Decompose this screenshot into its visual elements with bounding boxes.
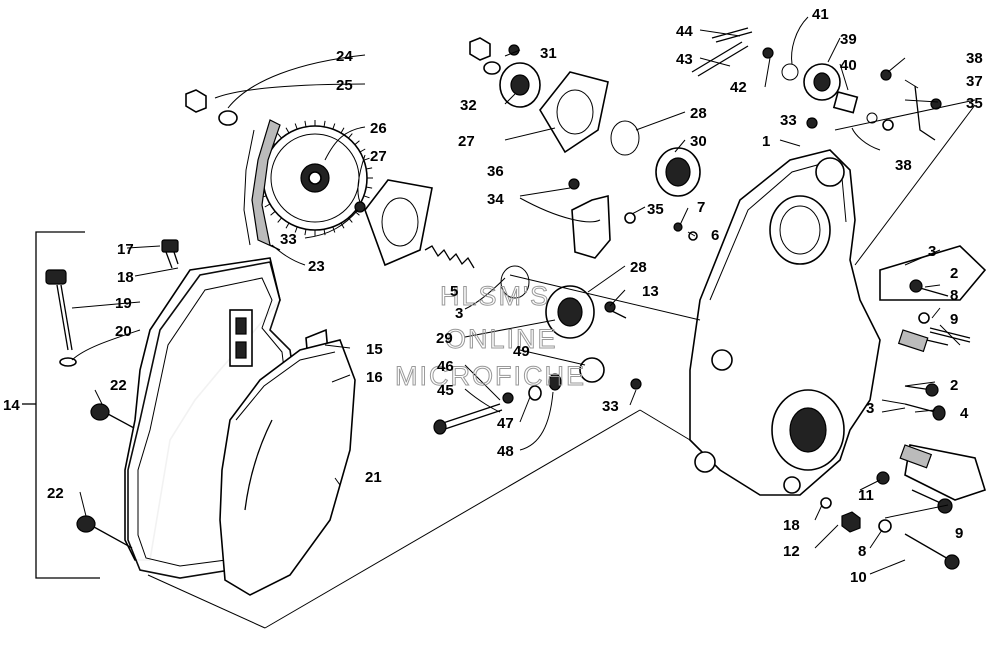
callout-labels: 1 2 2 2 3 3 3 3 4 5 6 7 8 8 9 9 10 11 12… — [3, 6, 983, 586]
sprocket-tooth — [354, 140, 360, 145]
callout-19: 19 — [115, 295, 132, 312]
callout-35: 35 — [647, 201, 664, 218]
callout-2: 2 — [950, 377, 958, 394]
callout-5: 5 — [450, 283, 458, 300]
callout-47: 47 — [497, 415, 514, 432]
sprocket-tooth — [277, 217, 282, 223]
sprocket-tooth — [304, 120, 307, 127]
watermark-line-2: ONLINE — [445, 324, 558, 354]
callout-46: 46 — [437, 358, 454, 375]
sprocket-tooth — [332, 123, 336, 130]
sprocket-tooth — [285, 127, 290, 134]
callout-24: 24 — [336, 48, 353, 65]
callout-3: 3 — [455, 305, 463, 322]
chaincase-cover-assembly — [22, 231, 356, 596]
callout-22: 22 — [110, 377, 127, 394]
callout-4: 4 — [960, 405, 969, 422]
sprocket-tooth — [264, 203, 271, 208]
sprocket-tooth — [348, 133, 353, 139]
callout-8: 8 — [858, 543, 866, 560]
sprocket-tooth — [363, 195, 370, 199]
callout-2: 2 — [950, 265, 958, 282]
callout-18: 18 — [783, 517, 800, 534]
callout-leaders — [71, 16, 961, 575]
callout-36: 36 — [487, 163, 504, 180]
callout-39: 39 — [840, 31, 857, 48]
chaincase-housing — [689, 27, 987, 570]
callout-21: 21 — [365, 469, 382, 486]
callout-31: 31 — [540, 45, 557, 62]
callout-3: 3 — [866, 400, 874, 417]
sprocket-tooth — [323, 120, 326, 127]
callout-43: 43 — [676, 51, 693, 68]
sprocket-tooth — [340, 222, 345, 229]
sprocket-tooth — [366, 167, 373, 170]
callout-3: 3 — [928, 243, 936, 260]
callout-49: 49 — [513, 343, 530, 360]
callout-23: 23 — [308, 258, 325, 275]
callout-45: 45 — [437, 382, 454, 399]
callout-28: 28 — [630, 259, 647, 276]
gear-and-chain-group — [185, 37, 541, 251]
callout-38: 38 — [895, 157, 912, 174]
callout-12: 12 — [783, 543, 800, 560]
sprocket-tooth — [270, 211, 276, 216]
callout-22: 22 — [47, 485, 64, 502]
callout-27: 27 — [458, 133, 475, 150]
watermark: HLSM'S ONLINE MICROFICHE — [395, 281, 586, 392]
callout-18: 18 — [117, 269, 134, 286]
callout-20: 20 — [115, 323, 132, 340]
callout-26: 26 — [370, 120, 387, 137]
callout-16: 16 — [366, 369, 383, 386]
sprocket-tooth — [363, 157, 370, 161]
callout-40: 40 — [840, 57, 857, 74]
callout-14: 14 — [3, 397, 20, 414]
watermark-line-3: MICROFICHE — [395, 361, 586, 391]
callout-44: 44 — [676, 23, 693, 40]
sprocket-tooth — [304, 229, 307, 236]
sprocket-tooth — [294, 226, 298, 233]
sprocket-tooth — [294, 123, 298, 130]
callout-33: 33 — [602, 398, 619, 415]
callout-8: 8 — [950, 287, 958, 304]
callout-13: 13 — [642, 283, 659, 300]
callout-1: 1 — [762, 133, 770, 150]
callout-7: 7 — [697, 199, 705, 216]
callout-27: 27 — [370, 148, 387, 165]
callout-10: 10 — [850, 569, 867, 586]
callout-32: 32 — [460, 97, 477, 114]
callout-33: 33 — [280, 231, 297, 248]
sprocket-tooth — [323, 229, 326, 236]
callout-41: 41 — [812, 6, 829, 23]
callout-17: 17 — [117, 241, 134, 258]
callout-34: 34 — [487, 191, 504, 208]
callout-9: 9 — [950, 311, 958, 328]
callout-11: 11 — [858, 487, 874, 504]
callout-38: 38 — [966, 50, 983, 67]
sprocket-tooth — [359, 148, 366, 153]
callout-28: 28 — [690, 105, 707, 122]
assembly-lines — [147, 99, 976, 629]
bolt-22-upper — [90, 403, 135, 429]
callout-48: 48 — [497, 443, 514, 460]
callout-15: 15 — [366, 341, 383, 358]
watermark-line-1: HLSM'S — [440, 281, 550, 311]
callout-35: 35 — [966, 95, 983, 112]
sprocket-tooth — [340, 127, 345, 134]
callout-33: 33 — [780, 112, 797, 129]
center-components — [354, 71, 818, 435]
callout-30: 30 — [690, 133, 707, 150]
callout-9: 9 — [955, 525, 963, 542]
bolt-22-lower — [76, 515, 133, 549]
sprocket-tooth — [285, 222, 290, 229]
sprocket-tooth — [277, 133, 282, 139]
callout-6: 6 — [711, 227, 719, 244]
callout-25: 25 — [336, 77, 353, 94]
sprocket-tooth — [366, 186, 373, 189]
callout-29: 29 — [436, 330, 453, 347]
callout-42: 42 — [730, 79, 747, 96]
callout-37: 37 — [966, 73, 983, 90]
